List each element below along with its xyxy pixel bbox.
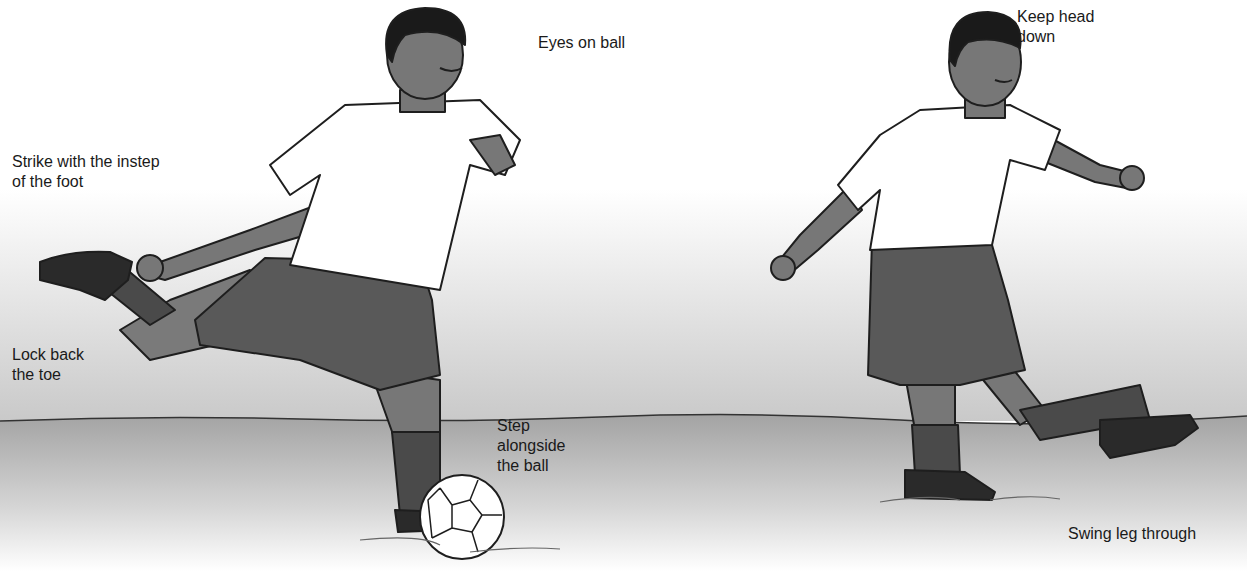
instruction-label: Keep head down	[1017, 7, 1103, 47]
boot	[1100, 415, 1198, 458]
fist	[771, 256, 795, 280]
mouth	[440, 68, 462, 71]
boot	[905, 470, 995, 500]
sock	[912, 425, 960, 475]
hair	[949, 12, 1020, 66]
boot	[40, 252, 132, 300]
fist	[137, 255, 163, 281]
instruction-label: Lock back the toe	[12, 345, 94, 385]
arm	[470, 135, 515, 175]
grass-tufts	[360, 538, 560, 552]
hair	[386, 8, 465, 62]
instruction-label: Eyes on ball	[538, 33, 625, 53]
ball-panels	[428, 480, 502, 552]
ground	[0, 415, 1247, 571]
mouth	[995, 80, 1012, 82]
shirt	[838, 105, 1060, 250]
shirt	[270, 100, 520, 290]
fist	[1120, 166, 1144, 190]
kicker-figure-right	[771, 12, 1198, 502]
grass-tufts	[880, 497, 1060, 502]
instruction-label: Strike with the instep of the foot	[12, 152, 162, 192]
soccer-ball	[420, 475, 504, 559]
shorts	[868, 238, 1025, 385]
instruction-label: Swing leg through	[1068, 524, 1196, 544]
sky-gradient	[0, 0, 1247, 421]
instruction-label: Step alongside the ball	[497, 416, 577, 476]
kicker-figure-left	[40, 8, 560, 559]
